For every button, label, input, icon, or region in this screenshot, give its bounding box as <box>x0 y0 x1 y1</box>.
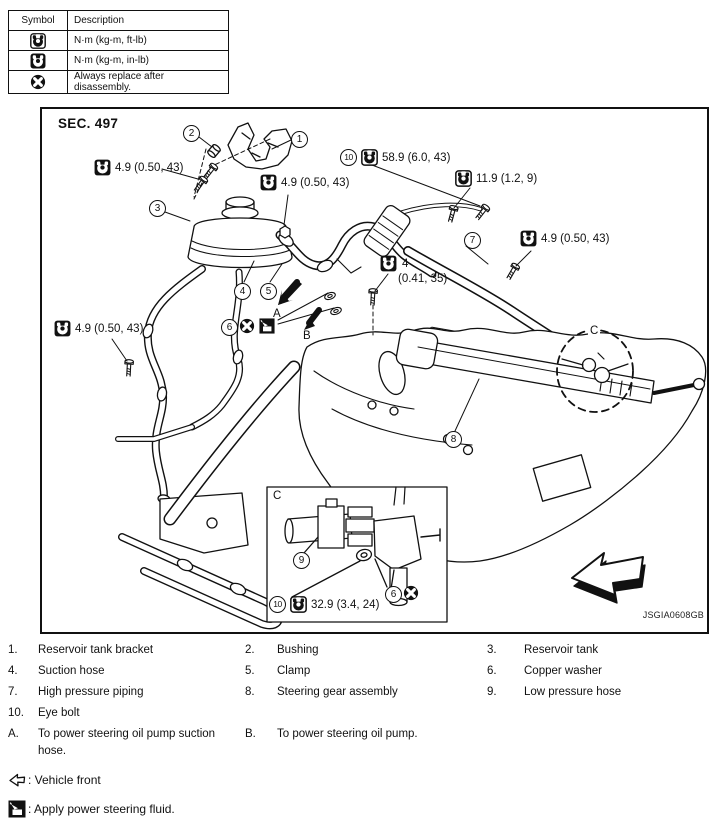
parts-row: A.To power steering oil pump suction hos… <box>0 724 717 760</box>
callout-3: 3 <box>149 200 166 217</box>
parts-row: 7.High pressure piping 8.Steering gear a… <box>0 682 717 703</box>
figure-code: JSGIA0608GB <box>642 610 704 620</box>
diagram-line-art <box>111 122 707 630</box>
bushing-art <box>207 144 221 158</box>
piping-diagram: SEC. 497 1 2 3 4 5 6 7 8 9 6 4.9 (0.50, … <box>40 107 709 634</box>
torque-label: 4.9 (0.50, 43) <box>54 320 143 337</box>
callout-9: 9 <box>293 552 310 569</box>
part-item: 7.High pressure piping <box>8 686 144 698</box>
vehicle-front-arrow-3d <box>571 552 646 604</box>
parts-row: 1.Reservoir tank bracket 2.Bushing 3.Res… <box>0 640 717 661</box>
torque-inlb-icon <box>94 159 111 176</box>
fluid-note: : Apply power steering fluid. <box>8 800 175 818</box>
callout-7: 7 <box>464 232 481 249</box>
letter-c: C <box>588 325 601 337</box>
parts-row: 10.Eye bolt <box>0 703 717 724</box>
legend-header-description: Description <box>67 10 229 31</box>
callout-1: 1 <box>291 131 308 148</box>
nut-art <box>279 225 291 239</box>
parts-row: 4.Suction hose 5.Clamp 6.Copper washer <box>0 661 717 682</box>
callout-8: 8 <box>445 431 462 448</box>
part-item: 4.Suction hose <box>8 665 105 677</box>
torque-inlb-icon <box>380 255 397 272</box>
leader-lines <box>111 136 532 432</box>
parts-list: 1.Reservoir tank bracket 2.Bushing 3.Res… <box>0 640 717 760</box>
callout-5: 5 <box>260 283 277 300</box>
reservoir-tank-bracket-art <box>227 122 293 170</box>
callout-10-inset: 10 <box>269 596 286 613</box>
part-item: 10.Eye bolt <box>8 707 80 719</box>
torque-ftlb-icon <box>30 33 46 49</box>
replace-icon <box>403 585 419 601</box>
inset-label-c: C <box>273 490 282 502</box>
callout-10: 10 <box>340 149 357 166</box>
torque-inlb-icon <box>520 230 537 247</box>
inset-detail-art <box>284 486 441 607</box>
torque-label-inset: 10 32.9 (3.4, 24) <box>269 596 379 613</box>
callout-6: 6 <box>221 319 238 336</box>
torque-ftlb-icon <box>455 170 472 187</box>
part-item: A.To power steering oil pump suction hos… <box>8 728 216 757</box>
reservoir-tank-art <box>187 196 293 269</box>
torque-inlb-icon <box>30 53 46 69</box>
replace-icon <box>239 318 255 334</box>
torque-ftlb-icon <box>290 596 307 613</box>
legend-description: Always replace after disassembly. <box>67 70 229 94</box>
legend-header-symbol: Symbol <box>8 10 68 31</box>
torque-ftlb-icon <box>361 149 378 166</box>
fluid-icon <box>8 800 26 818</box>
torque-label: 4.9 (0.50, 43) <box>94 159 183 176</box>
torque-label: 11.9 (1.2, 9) <box>455 170 537 187</box>
torque-label-eyebolt: 10 58.9 (6.0, 43) <box>340 149 450 166</box>
vehicle-front-icon <box>9 773 26 787</box>
fluid-icon <box>259 318 275 334</box>
callout-6-inset: 6 <box>385 586 402 603</box>
replace-icon <box>30 74 46 90</box>
part-item: 1.Reservoir tank bracket <box>8 644 154 656</box>
callout-2: 2 <box>183 125 200 142</box>
part-item: 3.Reservoir tank <box>487 644 599 656</box>
legend-description: N·m (kg-m, in-lb) <box>67 50 229 71</box>
steering-gear-art <box>395 328 706 404</box>
part-item: B.To power steering oil pump. <box>245 728 418 740</box>
torque-inlb-icon <box>54 320 71 337</box>
legend-description: N·m (kg-m, ft-lb) <box>67 30 229 51</box>
section-label: SEC. 497 <box>58 116 119 131</box>
part-item: 9.Low pressure hose <box>487 686 622 698</box>
torque-label-two-line: 4 (0.41, 35) <box>380 255 447 285</box>
letter-b: B <box>303 330 311 342</box>
legend-row: N·m (kg-m, ft-lb) <box>8 30 229 51</box>
torque-inlb-icon <box>260 174 277 191</box>
part-item: 8.Steering gear assembly <box>245 686 398 698</box>
part-item: 6.Copper washer <box>487 665 602 677</box>
torque-label: 4.9 (0.50, 43) <box>260 174 349 191</box>
flow-arrows <box>278 279 322 330</box>
callout-4: 4 <box>234 283 251 300</box>
vehicle-front-note: : Vehicle front <box>8 771 101 789</box>
torque-label: 4.9 (0.50, 43) <box>520 230 609 247</box>
part-item: 2.Bushing <box>245 644 319 656</box>
suction-hose-art <box>275 221 437 278</box>
part-item: 5.Clamp <box>245 665 311 677</box>
letter-a: A <box>273 308 281 320</box>
symbol-legend-table: Symbol Description N·m (kg-m, ft-lb) N·m… <box>8 10 229 94</box>
legend-row: Always replace after disassembly. <box>8 70 229 94</box>
legend-row: N·m (kg-m, in-lb) <box>8 50 229 71</box>
